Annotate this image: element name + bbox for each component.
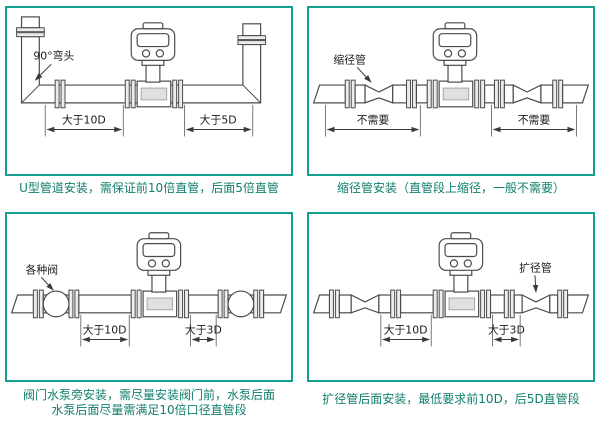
flowmeter <box>432 232 492 319</box>
panel-reducer: 缩径管 不需要 不需要 <box>307 6 595 176</box>
dimension-label: 不需要 <box>518 114 551 127</box>
caption-valve-pump-line1: 阀门水泵旁安装，需尽量安装阀门前，水泵后面 <box>22 388 275 402</box>
leader-arrow <box>532 275 539 293</box>
leader-arrow <box>356 66 372 83</box>
valve-ball <box>227 290 255 318</box>
expander-cone <box>350 294 380 314</box>
pipe-assembly <box>312 289 590 319</box>
expander-cone <box>521 294 551 314</box>
leader-arrow <box>40 276 54 291</box>
caption-reducer: 缩径管安装（直管段上缩径，一般不需要） <box>336 181 565 195</box>
dimension-left: 不需要 <box>325 104 421 137</box>
reducer-cone <box>364 84 394 104</box>
caption-valve-pump-line2: 水泵后面尽量需满足10倍口径直管段 <box>51 403 247 417</box>
part-callout: 扩径管 <box>519 260 552 293</box>
dimension-label: 大于3D <box>185 323 222 337</box>
transmitter-head <box>130 22 176 83</box>
dimension-label: 大于3D <box>488 323 525 337</box>
leader-arrow <box>34 63 52 81</box>
valve-ball <box>42 290 70 318</box>
dimension-label: 大于10D <box>83 323 127 337</box>
pipe-assembly <box>16 16 267 109</box>
part-callout: 90°弯头 <box>33 48 75 81</box>
transmitter-head <box>438 232 484 293</box>
dimension-left: 大于10D <box>80 314 130 347</box>
reducer-cone <box>512 84 542 104</box>
dimension-label: 不需要 <box>357 114 390 127</box>
transmitter-head <box>136 232 182 293</box>
dimension-right: 大于3D <box>488 314 525 347</box>
part-label: 扩径管 <box>519 260 552 274</box>
dimension-label: 大于10D <box>384 323 428 337</box>
part-label: 90°弯头 <box>33 48 74 62</box>
part-label: 缩径管 <box>333 52 366 66</box>
dimension-left: 大于10D <box>44 104 124 137</box>
dimension-right: 大于3D <box>185 314 222 347</box>
panel-valve-pump: 各种阀 大于10D 大于3D <box>5 212 293 382</box>
diagram-expander: 扩径管 大于10D 大于3D <box>312 232 590 347</box>
part-callout: 各种阀 <box>25 262 58 291</box>
diagram-valve-pump: 各种阀 大于10D 大于3D <box>10 232 288 347</box>
caption-expander: 扩径管后面安装，最低要求前10D，后5D直管段 <box>322 392 580 406</box>
flowmeter <box>130 232 190 319</box>
transmitter-head <box>432 22 478 83</box>
diagram-reducer: 缩径管 不需要 不需要 <box>312 22 590 137</box>
dimension-label: 大于5D <box>200 113 237 127</box>
pipe-assembly <box>312 79 590 109</box>
dimension-left: 大于10D <box>380 314 432 347</box>
part-label: 各种阀 <box>25 262 58 276</box>
flowmeter <box>124 22 184 109</box>
dimension-label: 大于10D <box>62 113 106 127</box>
flowmeter <box>426 22 486 109</box>
part-callout: 缩径管 <box>333 52 372 83</box>
diagram-u-pipe: 90°弯头 大于10D 大于5D <box>16 16 267 137</box>
panel-u-pipe: 90°弯头 大于10D 大于5D <box>5 6 293 176</box>
dimension-right: 不需要 <box>491 104 577 137</box>
panel-expander: 扩径管 大于10D 大于3D <box>307 212 595 382</box>
dimension-right: 大于5D <box>184 104 254 137</box>
caption-valve-pump: 阀门水泵旁安装，需尽量安装阀门前，水泵后面 水泵后面尽量需满足10倍口径直管段 <box>4 388 294 418</box>
caption-u-pipe: U型管道安装，需保证前10倍直管，后面5倍直管 <box>19 181 279 195</box>
pipe-assembly <box>10 289 288 319</box>
